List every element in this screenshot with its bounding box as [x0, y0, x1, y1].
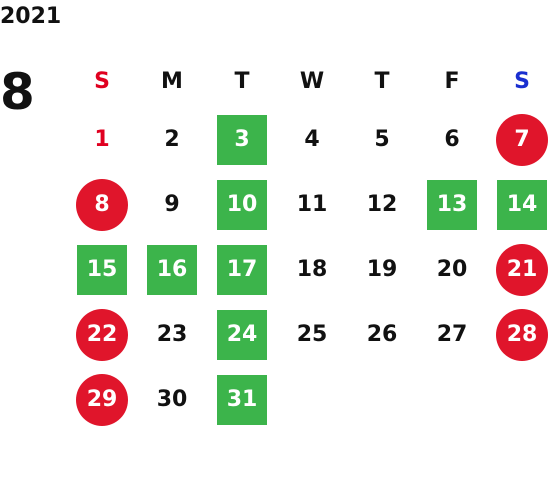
- day-cell[interactable]: 12: [347, 179, 417, 231]
- weekday-monday: M: [161, 68, 183, 94]
- empty-cell: [347, 374, 417, 426]
- day-cell[interactable]: 1: [67, 114, 137, 166]
- day-cell-holiday[interactable]: 22: [67, 309, 137, 361]
- week-row: 29 30 31: [67, 367, 548, 432]
- day-cell-holiday[interactable]: 8: [67, 179, 137, 231]
- day-number: 30: [156, 387, 188, 412]
- day-cell-holiday[interactable]: 7: [487, 114, 548, 166]
- day-number: 18: [296, 257, 328, 282]
- week-row: 22 23 24 25 26 27 28: [67, 302, 548, 367]
- day-number: 15: [86, 257, 118, 282]
- day-cell[interactable]: 11: [277, 179, 347, 231]
- day-cell-holiday[interactable]: 29: [67, 374, 137, 426]
- day-cell[interactable]: 18: [277, 244, 347, 296]
- day-number: 14: [506, 192, 538, 217]
- weekday-friday: F: [444, 68, 460, 94]
- day-number: 19: [366, 257, 398, 282]
- day-number: 28: [506, 322, 538, 347]
- empty-cell: [277, 374, 347, 426]
- week-row: 1 2 3 4 5 6 7: [67, 107, 548, 172]
- day-number: 17: [226, 257, 258, 282]
- day-number: 29: [86, 387, 118, 412]
- day-cell[interactable]: 25: [277, 309, 347, 361]
- day-number: 9: [164, 192, 180, 217]
- day-cell-highlighted[interactable]: 13: [417, 179, 487, 231]
- day-number: 16: [156, 257, 188, 282]
- day-number: 21: [506, 257, 538, 282]
- day-cell-highlighted[interactable]: 3: [207, 114, 277, 166]
- day-cell[interactable]: 27: [417, 309, 487, 361]
- empty-cell: [417, 374, 487, 426]
- day-number: 26: [366, 322, 398, 347]
- day-number: 22: [86, 322, 118, 347]
- day-cell[interactable]: 26: [347, 309, 417, 361]
- weekday-thursday: T: [374, 68, 390, 94]
- day-cell[interactable]: 5: [347, 114, 417, 166]
- day-number: 13: [436, 192, 468, 217]
- day-cell[interactable]: 4: [277, 114, 347, 166]
- day-cell-highlighted[interactable]: 10: [207, 179, 277, 231]
- day-cell[interactable]: 6: [417, 114, 487, 166]
- day-number: 27: [436, 322, 468, 347]
- day-number: 31: [226, 387, 258, 412]
- day-number: 5: [374, 127, 390, 152]
- year-label: 2021: [0, 4, 62, 29]
- weekday-wednesday: W: [299, 68, 325, 94]
- day-number: 10: [226, 192, 258, 217]
- empty-cell: [487, 374, 548, 426]
- week-row: 8 9 10 11 12 13 14: [67, 172, 548, 237]
- day-cell-highlighted[interactable]: 14: [487, 179, 548, 231]
- day-number: 20: [436, 257, 468, 282]
- day-number: 6: [444, 127, 460, 152]
- day-number: 8: [94, 192, 110, 217]
- day-cell[interactable]: 23: [137, 309, 207, 361]
- weekday-header-row: S M T W T F S: [67, 55, 548, 107]
- day-cell-holiday[interactable]: 28: [487, 309, 548, 361]
- day-number: 25: [296, 322, 328, 347]
- day-cell-highlighted[interactable]: 15: [67, 244, 137, 296]
- day-cell-highlighted[interactable]: 16: [137, 244, 207, 296]
- day-number: 1: [94, 127, 110, 152]
- day-cell-highlighted[interactable]: 31: [207, 374, 277, 426]
- weekday-sunday: S: [94, 68, 110, 94]
- weekday-tuesday: T: [234, 68, 250, 94]
- day-cell-holiday[interactable]: 21: [487, 244, 548, 296]
- day-number: 11: [296, 192, 328, 217]
- day-number: 3: [234, 127, 250, 152]
- day-number: 24: [226, 322, 258, 347]
- calendar-grid: S M T W T F S 1 2 3 4 5 6 7 8 9 10 11 12…: [67, 55, 548, 432]
- day-cell[interactable]: 30: [137, 374, 207, 426]
- day-cell[interactable]: 2: [137, 114, 207, 166]
- day-cell-highlighted[interactable]: 24: [207, 309, 277, 361]
- weekday-saturday: S: [514, 68, 530, 94]
- day-number: 4: [304, 127, 320, 152]
- day-number: 7: [514, 127, 530, 152]
- month-label: 8: [0, 63, 35, 121]
- day-cell-highlighted[interactable]: 17: [207, 244, 277, 296]
- day-cell[interactable]: 9: [137, 179, 207, 231]
- day-cell[interactable]: 19: [347, 244, 417, 296]
- day-number: 12: [366, 192, 398, 217]
- day-number: 2: [164, 127, 180, 152]
- week-row: 15 16 17 18 19 20 21: [67, 237, 548, 302]
- day-number: 23: [156, 322, 188, 347]
- day-cell[interactable]: 20: [417, 244, 487, 296]
